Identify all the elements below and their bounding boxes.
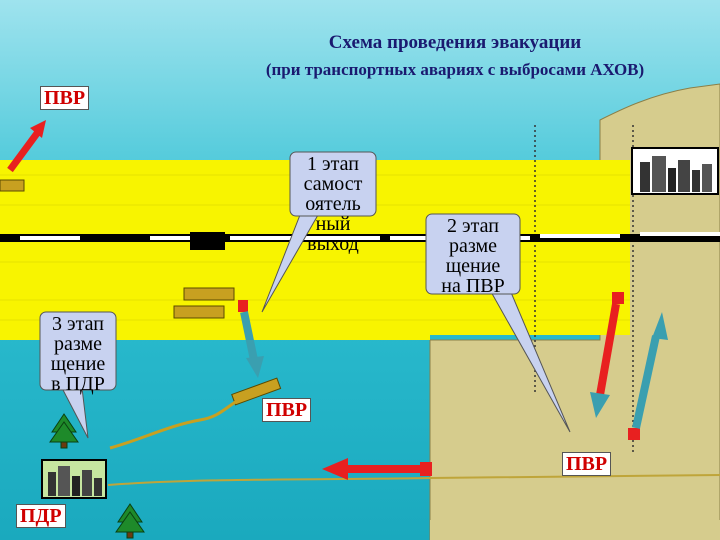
stage3-line: щение: [50, 353, 106, 375]
derailed-wagons: [0, 179, 282, 406]
callout-box-stage3: [39, 311, 117, 391]
evacuation-arrow-top-left: [7, 120, 46, 173]
stage2-line: щение: [445, 255, 501, 277]
stage3-line: 3 этап: [52, 313, 104, 335]
pvr-label-top-left: ПВР: [40, 86, 90, 110]
page-title: Схема проведения эвакуации: [328, 32, 582, 53]
stage1-line: оятель: [305, 193, 361, 215]
stage1-callout: 1 этап самост оятель ный выход: [290, 154, 376, 254]
pdr-label-bottom: ПДР: [16, 504, 66, 528]
stage3-callout: 3 этап разме щение в ПДР: [40, 314, 116, 394]
tree-icon-bottom: [115, 503, 145, 539]
pvr-label-right: ПВР: [562, 452, 612, 476]
bottom-land-strip: [430, 520, 720, 540]
callout-box-stage2: [425, 213, 521, 295]
callout-box-stage1: [289, 151, 377, 217]
stage2-line: на ПВР: [441, 275, 505, 297]
pdr-buildings-icon: [41, 459, 107, 499]
stage1-line: выход: [307, 233, 359, 255]
stage3-line: разме: [53, 333, 103, 355]
stage2-line: 2 этап: [447, 215, 499, 237]
stage1-line: ный: [315, 213, 351, 235]
evacuation-arrow-center: [238, 300, 264, 378]
stage1-line: самост: [303, 173, 363, 195]
stage2-line: разме: [448, 235, 498, 257]
evacuation-arrow-down-right: [590, 292, 624, 418]
stage1-line: 1 этап: [307, 153, 359, 175]
page-subtitle: (при транспортных авариях с выбросами АХ…: [265, 60, 645, 79]
stage3-line: в ПДР: [51, 373, 105, 395]
pvr-label-center: ПВР: [262, 398, 312, 422]
land-area: [429, 83, 720, 540]
tree-icon: [49, 413, 79, 449]
evacuation-arrow-left: [322, 458, 432, 480]
road-to-hill: [107, 474, 720, 486]
stage2-callout: 2 этап разме щение на ПВР: [426, 216, 520, 296]
evacuation-arrow-up-right: [628, 312, 668, 440]
winding-road: [109, 394, 251, 450]
city-buildings-icon: [631, 147, 719, 195]
